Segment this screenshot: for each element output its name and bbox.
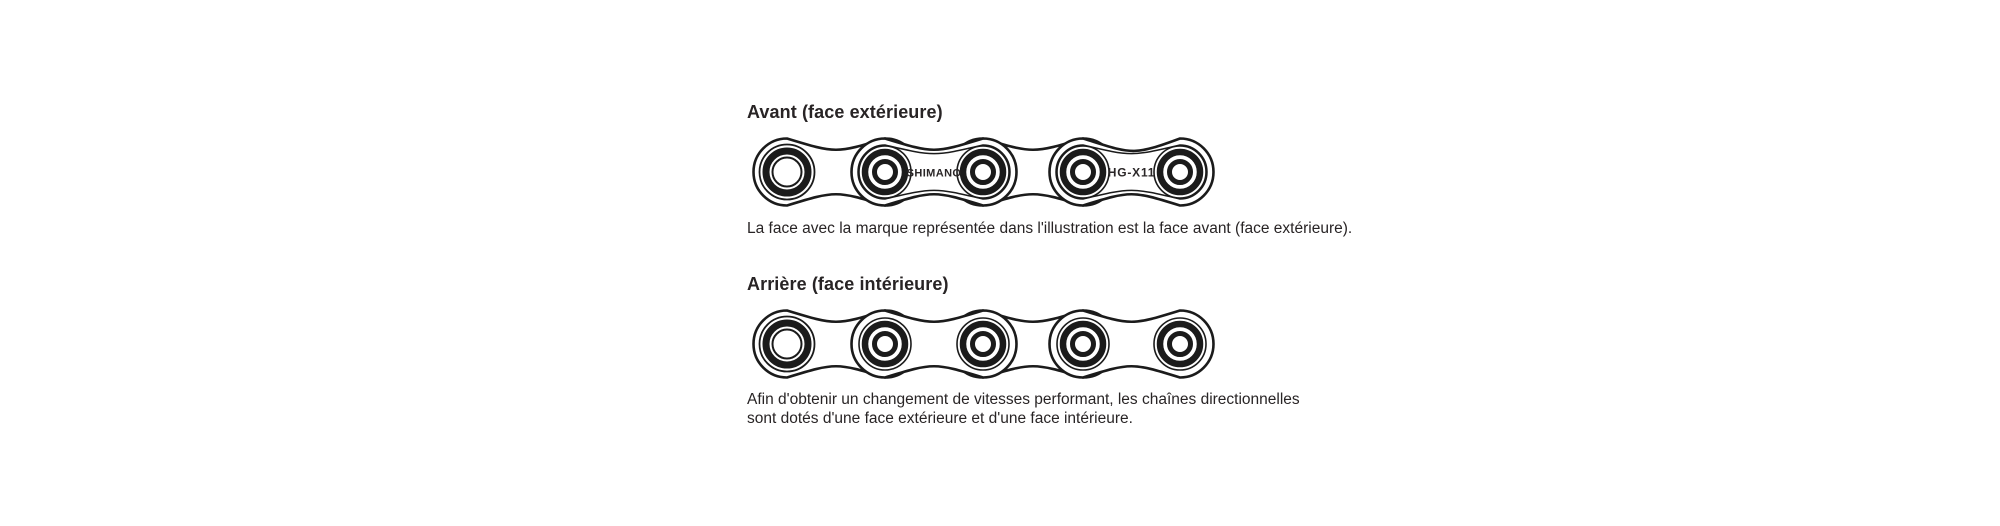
caption-line-1: Afin d'obtenir un changement de vitesses… (747, 391, 1300, 408)
chain-roller-open-end (758, 315, 816, 373)
chain-roller (1153, 145, 1207, 199)
chain-roller (956, 145, 1010, 199)
chain-roller-open-end (758, 143, 816, 201)
chain-roller (1153, 317, 1207, 371)
chain-illustration-rear-inner-face (752, 309, 1215, 379)
chain-roller (858, 317, 912, 371)
shimano-logo-text: SHIMANO (907, 168, 962, 180)
section-title-front-outer-face: Avant (face extérieure) (747, 102, 943, 122)
caption-front-outer-face: La face avec la marque représentée dans … (747, 220, 1353, 237)
caption-line-2: sont dotés d'une face extérieure et d'un… (747, 409, 1133, 427)
chain-illustration-front-outer-face: SHIMANO HG-X11 (752, 137, 1215, 207)
caption-rear-inner-face: Afin d'obtenir un changement de vitesses… (747, 391, 1300, 428)
section-title-rear-inner-face: Arrière (face intérieure) (747, 274, 949, 294)
chain-roller (1056, 317, 1110, 371)
chain-roller (1056, 145, 1110, 199)
chain-roller (858, 145, 912, 199)
chain-plate-bevel-line (1055, 144, 1208, 200)
hg-x11-mark-text: HG-X11 (1108, 166, 1156, 180)
chain-roller (956, 317, 1010, 371)
